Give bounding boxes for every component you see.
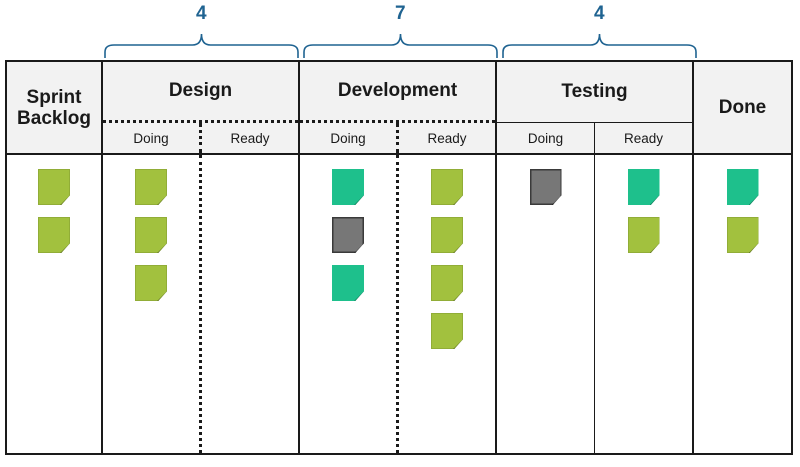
subcolumn-label-ready: Ready [594,123,692,153]
card-fold-corner-icon [453,291,463,301]
subcolumn-label-doing: Doing [133,130,169,146]
card-fold-corner-icon [453,243,463,253]
subcolumn-header-row: Doing Ready [300,120,495,153]
task-card[interactable] [431,265,463,301]
column-title: Sprint Backlog [17,86,91,129]
column-body-testing [497,155,692,453]
card-fold-corner-icon [157,195,167,205]
wip-limit-design: 4 [103,0,300,62]
card-fold-corner-icon [60,195,70,205]
lane-doing-design[interactable] [103,155,199,453]
task-card[interactable] [431,217,463,253]
card-fold-corner-icon [748,195,759,205]
task-card[interactable] [529,169,562,205]
lane-doing-development[interactable] [300,155,396,453]
task-card[interactable] [38,217,70,253]
card-fold-corner-icon [157,243,167,253]
task-card[interactable] [726,169,759,205]
lane-doing-testing[interactable] [497,155,594,453]
subcolumn-label-doing: Doing [330,130,366,146]
card-fold-corner-icon [551,195,562,205]
task-card[interactable] [38,169,70,205]
card-fold-corner-icon [748,243,759,253]
subcolumn-label-doing: Doing [527,130,564,146]
card-fold-corner-icon [453,339,463,349]
column-title: Design [168,80,233,101]
column-title: Testing [561,81,628,102]
task-card[interactable] [135,169,167,205]
card-fold-corner-icon [354,243,364,253]
lane-done[interactable] [694,155,791,453]
card-fold-corner-icon [60,243,70,253]
wip-limit-value: 4 [593,3,606,24]
lane-ready-development[interactable] [396,155,495,453]
task-card[interactable] [135,217,167,253]
board-column-sprint-backlog: Sprint Backlog [7,62,101,453]
subcolumn-label-ready: Ready [396,123,495,153]
column-body-design [103,155,298,453]
task-card[interactable] [332,169,364,205]
card-fold-corner-icon [649,195,660,205]
column-header-sprint-backlog: Sprint Backlog [7,62,101,155]
curly-brace-icon [103,26,300,58]
card-fold-corner-icon [354,195,364,205]
curly-brace-icon [501,26,698,58]
lane-ready-testing[interactable] [594,155,692,453]
column-title: Done [718,96,767,118]
subcolumn-label-ready: Ready [199,123,298,153]
wip-limit-value: 7 [394,3,407,24]
task-card[interactable] [627,217,660,253]
card-fold-corner-icon [157,291,167,301]
card-fold-corner-icon [453,195,463,205]
task-card[interactable] [627,169,660,205]
column-body-sprint-backlog [7,155,101,453]
card-fold-corner-icon [354,291,364,301]
subcolumn-header-row: Doing Ready [103,120,298,153]
task-card[interactable] [726,217,759,253]
task-card[interactable] [135,265,167,301]
column-header-done: Done [694,62,791,155]
task-card[interactable] [431,169,463,205]
task-card[interactable] [332,217,364,253]
curly-brace-icon [302,26,499,58]
column-body-done [694,155,791,453]
wip-limit-value: 4 [195,3,208,24]
wip-limit-annotations: 4 7 4 [0,0,800,62]
subcolumn-header-row: Doing Ready [497,122,692,153]
lane-sprint-backlog[interactable] [7,155,101,453]
task-card[interactable] [332,265,364,301]
column-title: Development [337,80,458,101]
task-card[interactable] [431,313,463,349]
wip-limit-testing: 4 [501,0,698,62]
wip-limit-development: 7 [302,0,499,62]
column-body-development [300,155,495,453]
card-fold-corner-icon [649,243,660,253]
lane-ready-design[interactable] [199,155,298,453]
board-column-done: Done [692,62,791,453]
